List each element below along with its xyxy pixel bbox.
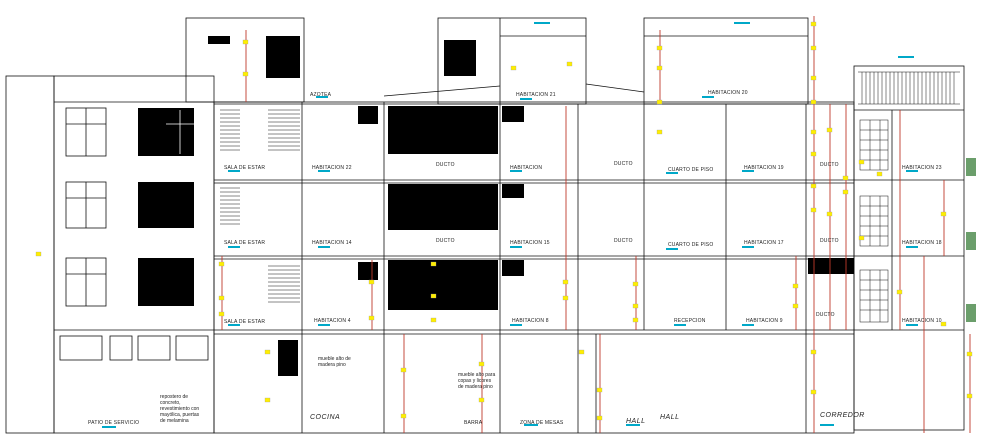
label-hab21: HABITACION 21: [516, 92, 556, 98]
label-sala1: SALA DE ESTAR: [224, 165, 266, 171]
label-patio: PATIO DE SERVICIO: [88, 420, 140, 426]
center-upper-block: [437, 17, 587, 105]
label-sala2: SALA DE ESTAR: [224, 240, 266, 246]
label-hab4: HABITACION 4: [314, 318, 351, 324]
note-mueble-alto: mueble alto de madera pino: [318, 356, 351, 368]
label-ducto7: DUCTO: [816, 312, 835, 318]
left-tower-outline: [5, 75, 55, 434]
label-cuarto1: CUARTO DE PISO: [668, 167, 714, 173]
label-hab22: HABITACION 22: [312, 165, 352, 171]
label-corredor: CORREDOR: [820, 412, 865, 419]
label-hab10: HABITACION 10: [902, 318, 942, 324]
label-hab8: HABITACION 8: [512, 318, 549, 324]
note-repostero: repostero de concreto, revestimiento con…: [160, 394, 200, 424]
label-azotea: AZOTEA: [310, 92, 332, 98]
label-hab17: HABITACION 17: [744, 240, 784, 246]
label-ducto6: DUCTO: [820, 238, 839, 244]
label-ducto1: DUCTO: [436, 162, 455, 168]
main-frame: [213, 101, 855, 434]
label-cocina: COCINA: [310, 414, 341, 421]
label-hab20: HABITACION 20: [708, 90, 748, 96]
label-hall2: HALL: [660, 414, 680, 421]
far-right-block: [853, 65, 965, 431]
label-ducto5: DUCTO: [614, 238, 633, 244]
label-hab23: HABITACION 23: [902, 165, 942, 171]
label-hab18: HABITACION 18: [902, 240, 942, 246]
label-barra: BARRA: [464, 420, 483, 426]
label-recepcion: RECEPCION: [674, 318, 706, 324]
label-ducto4: DUCTO: [436, 238, 455, 244]
label-sala3: SALA DE ESTAR: [224, 319, 266, 325]
label-cuarto2: CUARTO DE PISO: [668, 242, 714, 248]
note-mueble-bar: mueble alto para copas y licores de made…: [458, 372, 496, 390]
label-ducto2: DUCTO: [614, 161, 633, 167]
label-ducto3: DUCTO: [820, 162, 839, 168]
label-hall1: HALL: [626, 418, 646, 425]
label-hab-a: HABITACION: [510, 165, 543, 171]
label-hab9: HABITACION 9: [746, 318, 783, 324]
label-hab15: HABITACION 15: [510, 240, 550, 246]
label-hab14: HABITACION 14: [312, 240, 352, 246]
label-hab19: HABITACION 19: [744, 165, 784, 171]
label-zona: ZONA DE MESAS: [520, 420, 564, 426]
